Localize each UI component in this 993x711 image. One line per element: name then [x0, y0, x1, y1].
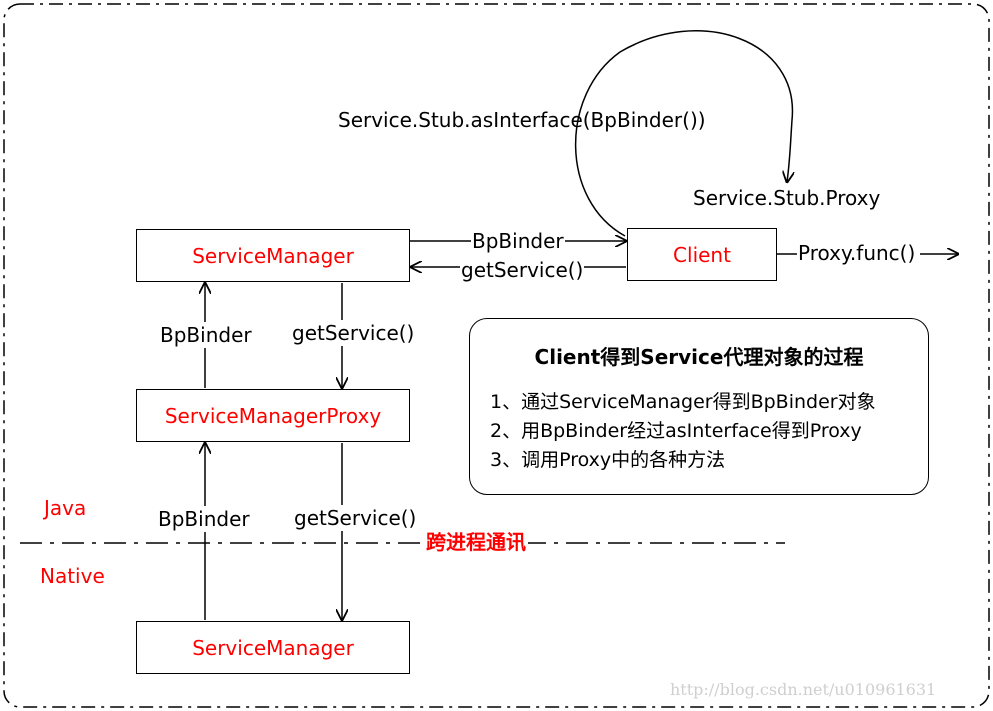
service-manager-java-label: ServiceManager [192, 243, 354, 268]
service-manager-native-box: ServiceManager [136, 621, 410, 674]
bpbinder-to-client-label: BpBinder [471, 229, 565, 253]
get-service-from-client-label: getService() [460, 258, 585, 282]
summary-title: Client得到Service代理对象的过程 [534, 345, 864, 369]
watermark-text: http://blog.csdn.net/u010961631 [670, 680, 937, 699]
bpbinder-up-upper-label: BpBinder [158, 322, 254, 348]
service-manager-native-label: ServiceManager [192, 635, 354, 660]
as-interface-call-label: Service.Stub.asInterface(BpBinder()) [338, 108, 706, 132]
outer-frame [3, 3, 990, 708]
summary-step-3: 3、调用Proxy中的各种方法 [490, 449, 726, 471]
summary-step-2: 2、用BpBinder经过asInterface得到Proxy [490, 420, 862, 442]
stub-proxy-label: Service.Stub.Proxy [693, 186, 881, 210]
bpbinder-up-lower-label: BpBinder [156, 506, 252, 532]
native-layer-label: Native [40, 564, 105, 588]
service-manager-java-box: ServiceManager [136, 229, 410, 282]
summary-box: Client得到Service代理对象的过程 1、通过ServiceManage… [469, 318, 929, 495]
service-manager-proxy-label: ServiceManagerProxy [164, 403, 382, 428]
java-layer-label: Java [44, 496, 87, 520]
client-box: Client [627, 228, 777, 281]
summary-step-1: 1、通过ServiceManager得到BpBinder对象 [490, 391, 876, 413]
proxy-func-label: Proxy.func() [798, 241, 916, 265]
client-label: Client [673, 242, 731, 267]
service-manager-proxy-box: ServiceManagerProxy [136, 389, 410, 442]
ipc-label: 跨进程通讯 [424, 530, 528, 554]
get-service-down-lower-label: getService() [292, 505, 419, 531]
get-service-down-upper-label: getService() [290, 320, 417, 346]
as-interface-loop-arrow [574, 30, 793, 237]
